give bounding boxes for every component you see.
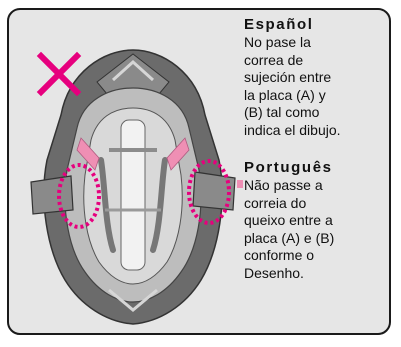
portuguese-line: queixo entre a xyxy=(244,212,333,228)
portuguese-line: Desenho. xyxy=(244,264,304,281)
helmet-interior-illustration xyxy=(30,49,243,325)
spanish-line: sujeción entre xyxy=(244,69,332,85)
spanish-line: (B) tal como xyxy=(244,104,320,120)
cross-x-icon xyxy=(36,51,82,97)
portuguese-line: Não passe a xyxy=(244,177,323,193)
spanish-line: correa de xyxy=(244,51,304,68)
portuguese-line: conforme o xyxy=(244,247,315,263)
spanish-line: la placa (A) y xyxy=(244,86,326,103)
portuguese-line: placa (A) e (B) xyxy=(244,229,335,246)
spanish-line: No pase la xyxy=(244,34,311,50)
instruction-panel: Español No pase la correa de sujeción en… xyxy=(7,8,391,335)
instruction-text-column: Español No pase la correa de sujeción en… xyxy=(244,16,384,282)
highlight-circle-left xyxy=(57,163,101,229)
spanish-line: indica el dibujo. xyxy=(244,121,341,138)
portuguese-heading: Português xyxy=(244,159,333,176)
spanish-heading: Español xyxy=(244,16,314,33)
spanish-section: Español No pase la correa de sujeción en… xyxy=(244,16,384,139)
portuguese-section: Português Não passe a correia do queixo … xyxy=(244,159,384,282)
portuguese-line: correia do xyxy=(244,194,307,211)
highlight-circle-right xyxy=(187,159,231,225)
